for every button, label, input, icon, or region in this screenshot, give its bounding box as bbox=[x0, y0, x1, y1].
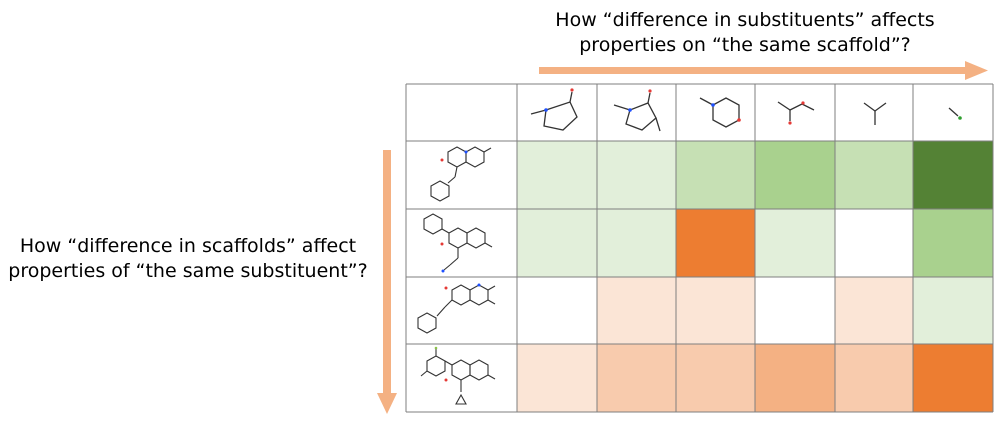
substituent-structure-1 bbox=[530, 88, 578, 131]
heatmap-cell bbox=[597, 277, 676, 344]
left-caption-line1: How “difference in scaffolds” affect bbox=[19, 235, 357, 257]
substituent-structure-4 bbox=[777, 101, 815, 125]
heatmap-cell bbox=[913, 277, 993, 344]
top-caption-line1: How “difference in substituents” affects bbox=[555, 9, 935, 31]
heatmap-cells bbox=[517, 141, 993, 412]
left-caption-line2: properties of “the same substituent”? bbox=[8, 260, 368, 282]
heatmap-cell bbox=[517, 277, 597, 344]
horizontal-arrow bbox=[539, 61, 988, 80]
heatmap-cell bbox=[517, 344, 597, 412]
heatmap-cell bbox=[597, 209, 676, 277]
substituent-structure-5 bbox=[863, 102, 887, 125]
vertical-arrow bbox=[377, 150, 397, 414]
left-caption: How “difference in scaffolds” affect pro… bbox=[6, 234, 370, 284]
scaffold-structure-4 bbox=[420, 346, 496, 405]
heatmap-cell bbox=[913, 141, 993, 209]
top-caption: How “difference in substituents” affects… bbox=[520, 8, 970, 58]
heatmap-cell bbox=[676, 344, 755, 412]
top-caption-line2: properties on “the same scaffold”? bbox=[579, 34, 911, 56]
substituent-structure-6 bbox=[948, 107, 962, 120]
scaffold-structure-1 bbox=[430, 146, 492, 202]
heatmap-cell bbox=[755, 141, 835, 209]
substituent-structure-3 bbox=[699, 97, 741, 128]
heatmap-cell bbox=[597, 344, 676, 412]
scaffold-structure-3 bbox=[417, 283, 496, 334]
heatmap-cell bbox=[517, 209, 597, 277]
heatmap-cell bbox=[755, 344, 835, 412]
heatmap-cell bbox=[913, 209, 993, 277]
heatmap-cell bbox=[835, 344, 913, 412]
heatmap-cell bbox=[835, 277, 913, 344]
scaffold-structure-2 bbox=[423, 213, 493, 273]
heatmap-gridlines bbox=[405, 83, 994, 413]
heatmap-cell bbox=[676, 209, 755, 277]
heatmap-cell bbox=[597, 141, 676, 209]
substituent-structure-2 bbox=[613, 89, 661, 132]
heatmap-cell bbox=[755, 209, 835, 277]
heatmap-cell bbox=[913, 344, 993, 412]
heatmap-cell bbox=[835, 209, 913, 277]
heatmap-cell bbox=[517, 141, 597, 209]
heatmap-cell bbox=[676, 277, 755, 344]
heatmap-cell bbox=[676, 141, 755, 209]
heatmap-cell bbox=[835, 141, 913, 209]
heatmap-cell bbox=[755, 277, 835, 344]
